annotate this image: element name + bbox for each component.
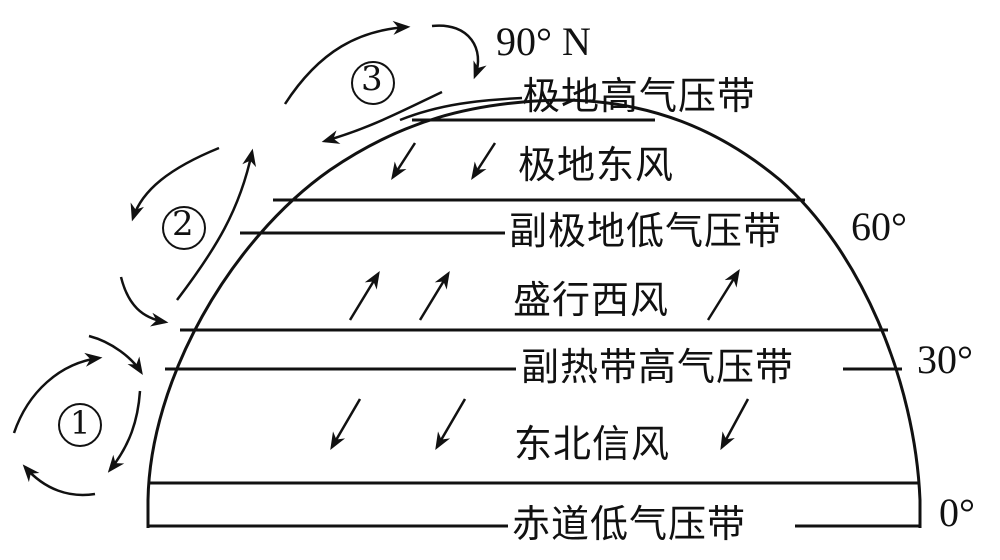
- cell3-descend-arrow: [431, 24, 487, 80]
- latitude-0-label: 0°: [939, 490, 975, 535]
- cell2-upper-arrow: [130, 146, 220, 222]
- trade-wind-arrow-3: [720, 398, 750, 451]
- trade-wind-arrow-2: [435, 398, 467, 451]
- polar-high-leader-line: [399, 96, 523, 122]
- polar-easterly-arrow-2: [471, 142, 497, 180]
- westerly-arrow-1: [348, 271, 380, 321]
- polar-easterly-arrow-1: [391, 142, 417, 180]
- cell3-surface-arrow: [321, 90, 443, 144]
- cell3-label: 3: [361, 59, 383, 99]
- ne-trades-label: 东北信风: [514, 422, 671, 466]
- cell1-upper-right-arrow: [88, 334, 143, 375]
- latitude-30-label: 30°: [917, 337, 973, 382]
- westerly-arrow-2: [418, 271, 450, 321]
- cell1-descend-arrow: [107, 390, 142, 473]
- equatorial-low-label: 赤道低气压带: [512, 502, 747, 546]
- cell3-upper-arrow: [283, 20, 411, 105]
- westerlies-label: 盛行西风: [513, 278, 670, 322]
- cell1-rise-arrow: [12, 352, 103, 434]
- cell2-descend-arrow: [119, 276, 169, 327]
- latitude-90n-label: 90° N: [496, 19, 591, 64]
- westerly-arrow-3: [706, 269, 740, 321]
- cell2-marker-circle: [162, 206, 206, 250]
- cell1-surface-arrow: [22, 464, 96, 497]
- cell1-number: 1: [70, 404, 91, 442]
- hemisphere-outline: [146, 98, 922, 528]
- cell2-label: 2: [172, 204, 194, 244]
- polar-easterlies-label: 极地东风: [518, 143, 675, 187]
- cell3-marker-circle: [351, 61, 395, 105]
- cell1-marker-circle: [58, 403, 102, 447]
- trade-wind-arrow-1: [330, 398, 362, 451]
- cell2-rise-arrow: [176, 148, 257, 301]
- latitude-60-label: 60°: [851, 204, 907, 249]
- polar-high-label: 极地高气压带: [522, 74, 757, 118]
- subpolar-low-label: 副极地低气压带: [509, 209, 783, 253]
- subtropical-high-label: 副热带高气压带: [521, 345, 795, 389]
